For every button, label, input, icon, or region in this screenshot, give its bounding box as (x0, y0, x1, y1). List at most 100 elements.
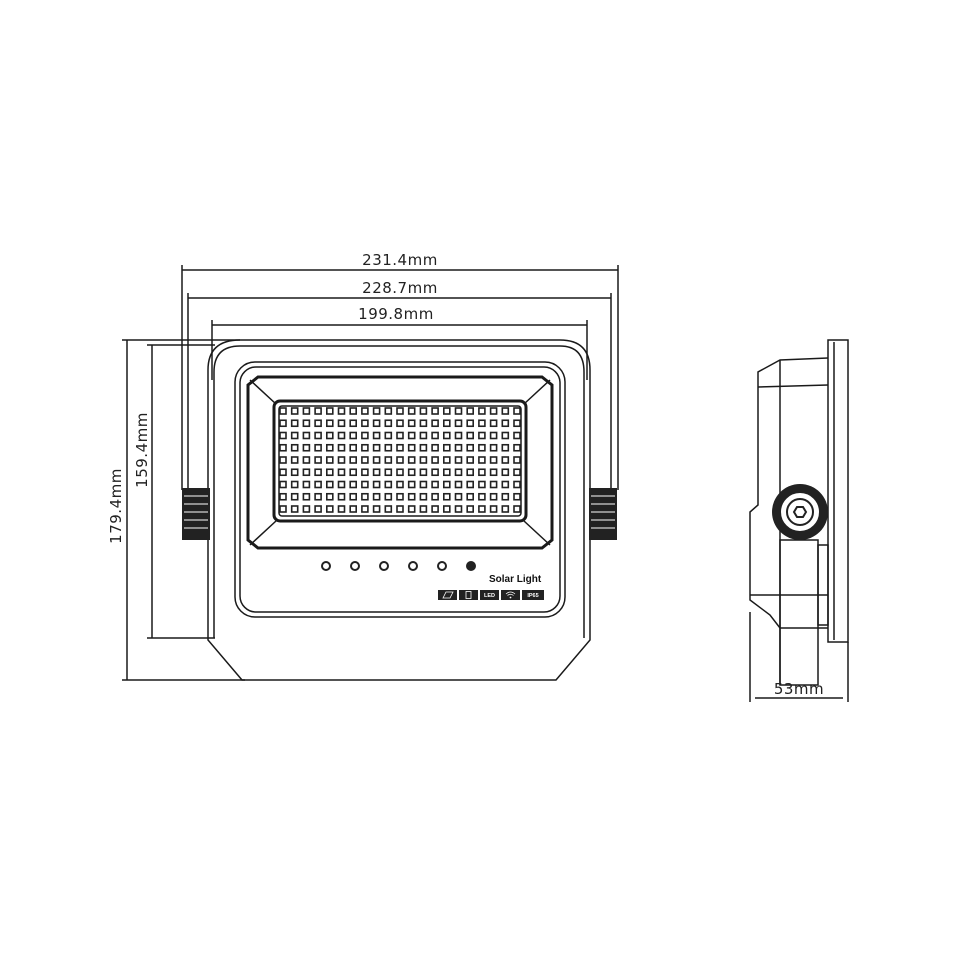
led-chip (314, 505, 322, 513)
led-chip (454, 505, 463, 513)
led-chip (501, 480, 510, 489)
led-chip (501, 468, 510, 477)
led-chip (349, 456, 358, 464)
led-chip (314, 468, 322, 477)
led-chip (384, 431, 393, 440)
led-chip (290, 443, 299, 452)
led-chip (279, 419, 287, 428)
led-chip (454, 419, 463, 428)
housing-width-label: 228.7mm (362, 279, 438, 297)
led-chip (302, 431, 311, 440)
hex-bolt-icon (792, 506, 808, 518)
led-chip (290, 419, 299, 428)
panel-height-label: 159.4mm (133, 412, 151, 488)
led-chip (419, 468, 428, 477)
led-chip (431, 456, 439, 464)
led-chip (372, 419, 381, 428)
dimension-overall-width: 231.4mm (181, 251, 619, 490)
led-chip (384, 468, 393, 477)
led-chip (489, 431, 498, 440)
led-chip (279, 468, 287, 477)
led-chip (314, 419, 322, 428)
led-chip (396, 419, 404, 428)
led-chip (372, 505, 381, 513)
led-chip (489, 480, 498, 489)
led-chip (442, 468, 451, 477)
led-chip (337, 505, 346, 513)
led-chip (396, 456, 404, 464)
led-chip (513, 456, 521, 464)
overall-width-label: 231.4mm (362, 251, 438, 269)
led-chip (349, 505, 358, 513)
led-chip (349, 443, 358, 452)
led-chip (513, 431, 521, 440)
led-chip (513, 492, 521, 501)
led-chip (279, 480, 287, 489)
led-chip (489, 468, 498, 477)
led-chip (372, 456, 381, 464)
led-chip (419, 480, 428, 489)
led-chip (419, 431, 428, 440)
overall-height-label: 179.4mm (107, 468, 125, 544)
led-chip (325, 443, 334, 452)
led-chip (302, 492, 311, 501)
indicator-dot (321, 561, 331, 571)
led-chip (431, 505, 439, 513)
led-chip (290, 468, 299, 477)
led-chip (361, 407, 369, 415)
led-chip (361, 431, 369, 440)
led-chip (489, 505, 498, 513)
led-chip (302, 419, 311, 428)
led-chip (372, 431, 381, 440)
led-chip (407, 456, 416, 464)
led-chip (407, 431, 416, 440)
led-chip (454, 480, 463, 489)
led-chip (466, 431, 475, 440)
led-chip (337, 443, 346, 452)
led-chip (290, 480, 299, 489)
led-chip (454, 456, 463, 464)
led-chip (372, 407, 381, 415)
led-chip (407, 468, 416, 477)
front-view: Solar Light LED IP65 (182, 339, 617, 681)
indicator-dot (408, 561, 418, 571)
led-chip (314, 407, 322, 415)
led-chip (337, 480, 346, 489)
led-chip (302, 505, 311, 513)
led-chip (337, 456, 346, 464)
left-bracket-knob (182, 488, 210, 540)
led-chip (419, 456, 428, 464)
led-chip (419, 407, 428, 415)
led-chip (407, 492, 416, 501)
ip65-badge-icon: IP65 (522, 590, 544, 600)
led-chip (290, 431, 299, 440)
led-chip (513, 443, 521, 452)
led-chip (466, 480, 475, 489)
led-chip (314, 431, 322, 440)
led-chip (407, 443, 416, 452)
led-chip (349, 468, 358, 477)
solar-panel-badge-icon (438, 590, 457, 600)
led-chip (513, 419, 521, 428)
dimension-panel-height: 159.4mm (133, 344, 215, 639)
dimension-panel-width: 199.8mm (211, 305, 588, 380)
led-chip (314, 443, 322, 452)
indicator-dot (437, 561, 447, 571)
led-chip (431, 480, 439, 489)
led-chip (442, 505, 451, 513)
led-chip (442, 443, 451, 452)
led-chip (325, 492, 334, 501)
sensor-dot (466, 561, 476, 571)
led-chip (478, 480, 486, 489)
led-chip (478, 468, 486, 477)
led-chip (407, 480, 416, 489)
led-chip (290, 407, 299, 415)
led-chip (454, 443, 463, 452)
led-chip (396, 443, 404, 452)
spec-badges: LED IP65 (438, 590, 544, 600)
led-chip (337, 431, 346, 440)
led-badge-label: LED (484, 593, 495, 599)
led-chip (466, 443, 475, 452)
led-chip (501, 505, 510, 513)
led-chip (419, 443, 428, 452)
